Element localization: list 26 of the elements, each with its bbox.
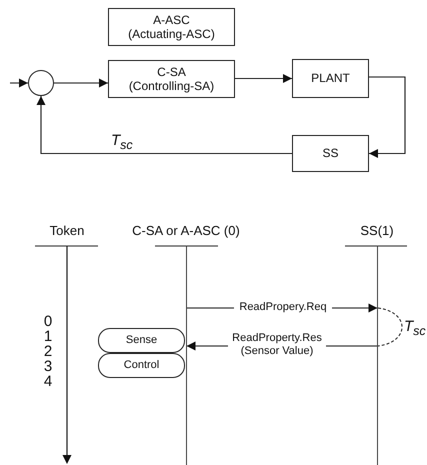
token-number: 2 [44,343,52,360]
edge-label: ReadProperty.Res (Sensor Value) [228,332,326,358]
arrow [10,78,28,88]
arrow [369,76,406,158]
arrow [235,74,292,83]
arrow [54,78,108,88]
arrow [36,96,292,154]
summing-junction-circle [28,70,54,96]
block-box: A-ASC (Actuating-ASC) [108,8,235,46]
lifeline [377,246,380,465]
lifeline [186,246,189,465]
edge-label: T$_{sc}$ [111,132,133,152]
column-header: C-SA or A-ASC (0) [132,224,240,239]
activity-box: Sense [98,328,185,353]
token-number: 0 [44,313,52,330]
block-box: SS [292,135,369,172]
column-header: Token [50,224,84,239]
edge-label: ReadPropery.Req [234,301,332,314]
block-box: PLANT [292,59,369,98]
block-box: C-SA (Controlling-SA) [108,60,235,98]
token-number: 1 [44,328,52,346]
token-number: 4 [44,373,52,390]
token-number: 3 [44,358,52,376]
interval-label: T$_{sc}$ [404,318,426,338]
activity-box: Control [98,353,185,378]
column-header: SS(1) [360,224,394,239]
